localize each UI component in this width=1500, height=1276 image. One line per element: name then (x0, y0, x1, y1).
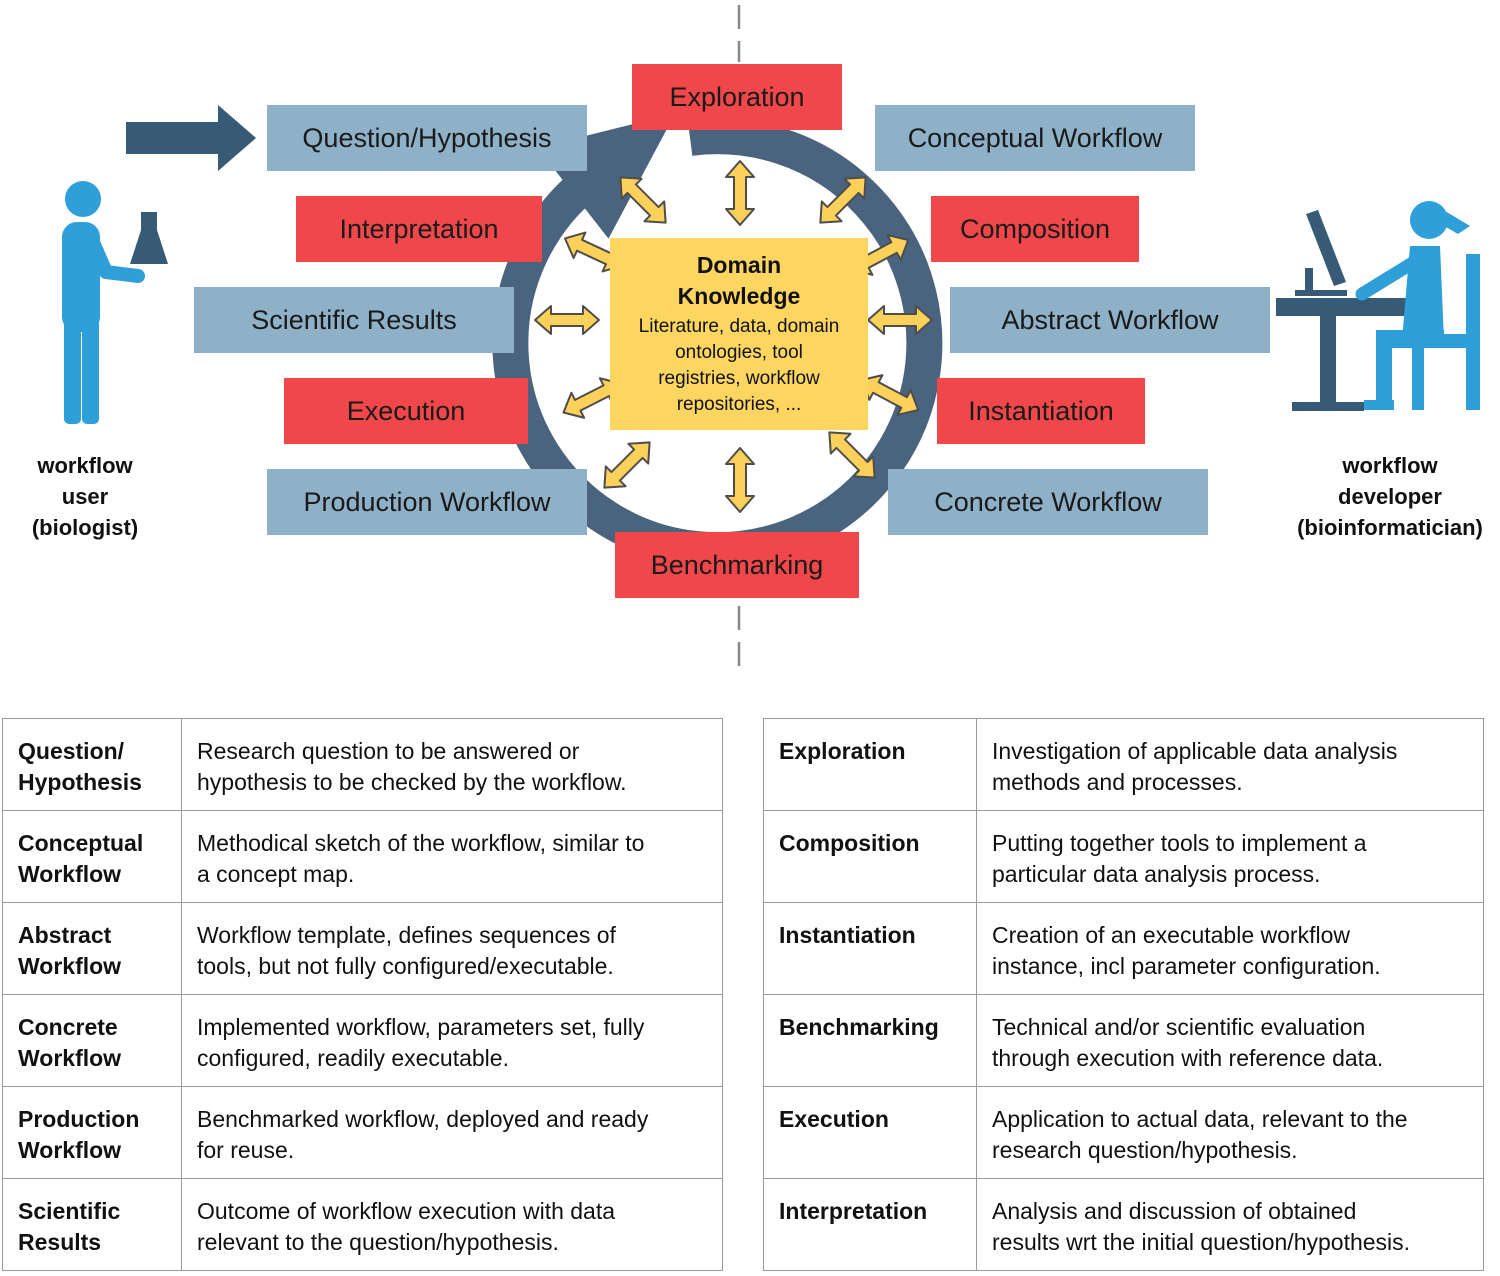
stage-concrete-workflow: Concrete Workflow (888, 469, 1208, 535)
stage-execution: Execution (284, 378, 528, 444)
glossary-term: Instantiation (763, 902, 977, 995)
stage-instantiation: Instantiation (937, 378, 1145, 444)
glossary-definition: Application to actual data, relevant to … (976, 1086, 1484, 1179)
stage-composition: Composition (931, 196, 1139, 262)
glossary-term: Execution (763, 1086, 977, 1179)
entry-arrow (126, 105, 256, 171)
stage-label: Abstract Workflow (1001, 304, 1219, 335)
glossary-definition: Investigation of applicable data analysi… (976, 718, 1484, 811)
monitor-icon (1306, 210, 1346, 286)
stage-interpretation: Interpretation (296, 196, 542, 262)
glossary-term: Exploration (763, 718, 977, 811)
stage-production-workflow: Production Workflow (267, 469, 587, 535)
stage-label: Interpretation (339, 213, 499, 244)
developer-figure-icon (1276, 201, 1480, 411)
glossary-term: Question/Hypothesis (2, 718, 182, 811)
stage-benchmarking: Benchmarking (615, 532, 859, 598)
stage-label: Question/Hypothesis (302, 122, 552, 153)
stage-label: Composition (959, 213, 1111, 244)
stage-label: Instantiation (968, 395, 1114, 426)
glossary-definition: Benchmarked workflow, deployed and ready… (181, 1086, 723, 1179)
stage-abstract-workflow: Abstract Workflow (950, 287, 1270, 353)
flask-icon (130, 212, 168, 264)
desk-icon (1276, 298, 1408, 316)
stage-label: Exploration (669, 81, 805, 112)
workflow-lifecycle-diagram: Question/Hypothesis Exploration Conceptu… (31, 5, 1483, 668)
stage-label: Scientific Results (251, 304, 457, 335)
stage-question-hypothesis: Question/Hypothesis (267, 105, 587, 171)
stage-scientific-results: Scientific Results (194, 287, 514, 353)
glossary-term: Composition (763, 810, 977, 903)
stage-label: Benchmarking (650, 549, 824, 580)
biologist-figure-icon (62, 181, 168, 424)
stage-conceptual-workflow: Conceptual Workflow (875, 105, 1195, 171)
glossary-term: Interpretation (763, 1178, 977, 1271)
glossary-definition: Implemented workflow, parameters set, fu… (181, 994, 723, 1087)
stage-label: Conceptual Workflow (907, 122, 1163, 153)
stage-exploration: Exploration (632, 64, 842, 130)
glossary-term: Benchmarking (763, 994, 977, 1087)
glossary-definition: Methodical sketch of the workflow, simil… (181, 810, 723, 903)
chair-icon (1466, 254, 1480, 410)
stage-label: Concrete Workflow (934, 486, 1162, 517)
stage-label: Execution (346, 395, 466, 426)
stage-label: Production Workflow (303, 486, 551, 517)
